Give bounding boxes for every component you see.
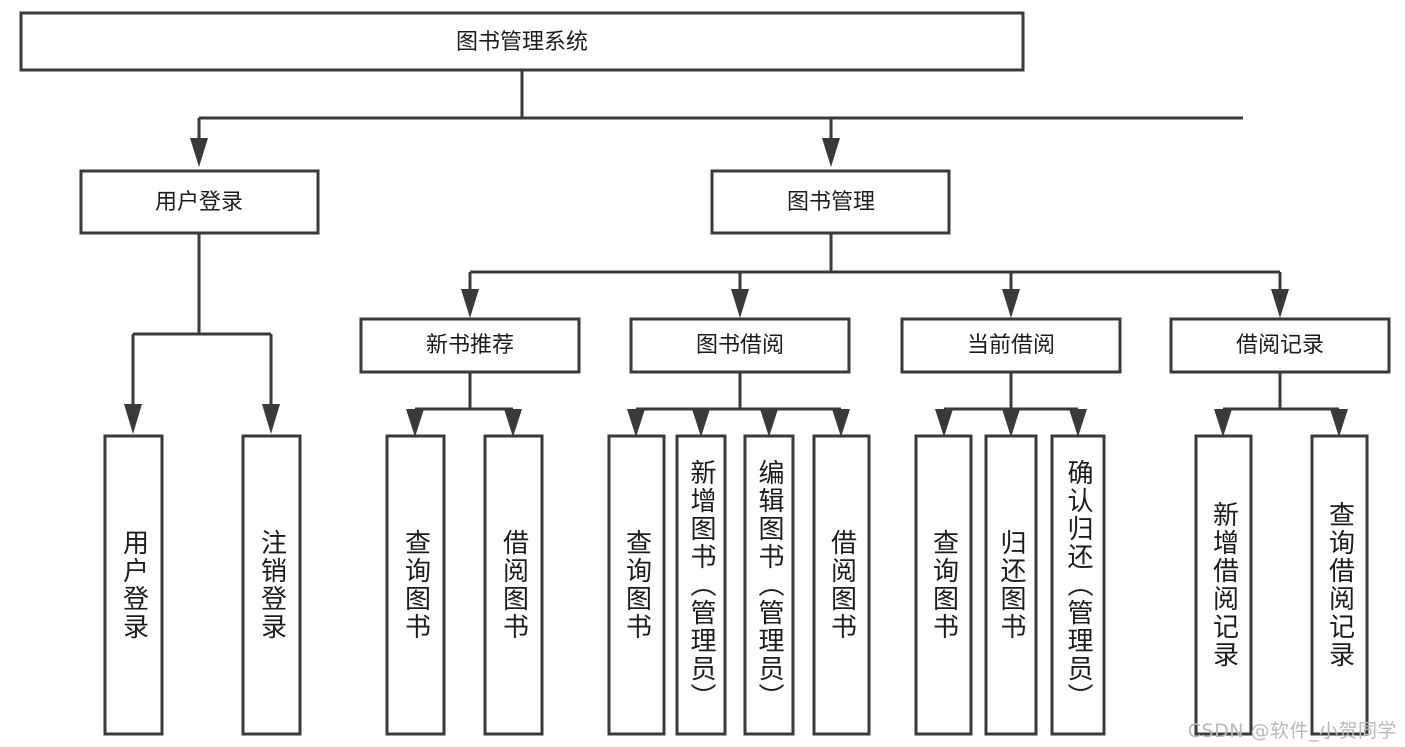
leaf-box[interactable] — [675, 434, 727, 736]
connector-borrow-record-to-leaves — [1214, 372, 1348, 437]
arrow-head-icon — [935, 409, 953, 437]
arrow-head-icon — [190, 138, 208, 167]
arrow-head-icon — [692, 409, 710, 437]
arrow-head-icon — [1002, 409, 1020, 437]
leaf-box[interactable] — [607, 434, 666, 736]
arrow-head-icon — [627, 409, 645, 437]
connector-user-login-to-leaves — [124, 233, 280, 434]
connector-root-to-level2 — [190, 70, 1243, 167]
leaf-box[interactable] — [483, 434, 544, 736]
leaf-box[interactable] — [743, 434, 795, 736]
leaf-box[interactable] — [103, 434, 164, 736]
arrow-head-icon — [1069, 409, 1087, 437]
connector-current-borrow-to-leaves — [935, 372, 1087, 437]
arrow-head-icon — [832, 409, 850, 437]
arrow-head-icon — [1271, 289, 1289, 318]
arrow-head-icon — [262, 404, 280, 434]
leaf-box[interactable] — [241, 434, 302, 736]
leaf-box[interactable] — [385, 434, 446, 736]
level2-label: 图书管理 — [787, 190, 875, 215]
arrow-head-icon — [760, 409, 778, 437]
level3-box[interactable] — [359, 317, 581, 374]
arrow-head-icon — [1002, 289, 1020, 318]
connector-new-book-recommend-to-leaves — [406, 372, 522, 437]
level3-box[interactable] — [900, 317, 1122, 374]
level2-label: 用户登录 — [155, 190, 243, 215]
node-current-borrow[interactable]: 当前借阅 — [900, 317, 1122, 374]
leaf-box[interactable] — [812, 434, 871, 736]
arrow-head-icon — [406, 409, 424, 437]
arrow-head-icon — [731, 289, 749, 318]
arrow-head-icon — [461, 289, 479, 318]
leaf-box[interactable] — [1194, 434, 1253, 736]
level3-label: 借阅记录 — [1236, 333, 1324, 358]
node-book-manage[interactable]: 图书管理 — [710, 169, 951, 235]
node-new-book-recommend[interactable]: 新书推荐 — [359, 317, 581, 374]
root-box[interactable] — [19, 11, 1025, 72]
connector-book-borrow-to-leaves — [627, 372, 850, 437]
arrow-head-icon — [124, 404, 142, 434]
level3-label: 图书借阅 — [696, 333, 784, 358]
csdn-watermark: CSDN @软件_小贺同学 — [1187, 720, 1397, 742]
leaf-box[interactable] — [1310, 434, 1369, 736]
arrow-head-icon — [504, 409, 522, 437]
leaf-box[interactable] — [914, 434, 973, 736]
node-borrow-record[interactable]: 借阅记录 — [1169, 317, 1391, 374]
connector-book-manage-to-level3 — [461, 233, 1289, 318]
arrow-head-icon — [1330, 409, 1348, 437]
arrow-head-icon — [1214, 409, 1232, 437]
level3-label: 当前借阅 — [967, 333, 1055, 358]
root-label: 图书管理系统 — [456, 30, 588, 55]
leaf-box[interactable] — [1050, 434, 1106, 736]
arrow-head-icon — [822, 138, 840, 167]
node-book-borrow[interactable]: 图书借阅 — [629, 317, 851, 374]
node-user-login[interactable]: 用户登录 — [79, 169, 320, 235]
leaf-box[interactable] — [984, 434, 1038, 736]
level3-label: 新书推荐 — [426, 333, 514, 358]
level2-box[interactable] — [79, 169, 320, 235]
node-root[interactable]: 图书管理系统 — [19, 11, 1025, 72]
